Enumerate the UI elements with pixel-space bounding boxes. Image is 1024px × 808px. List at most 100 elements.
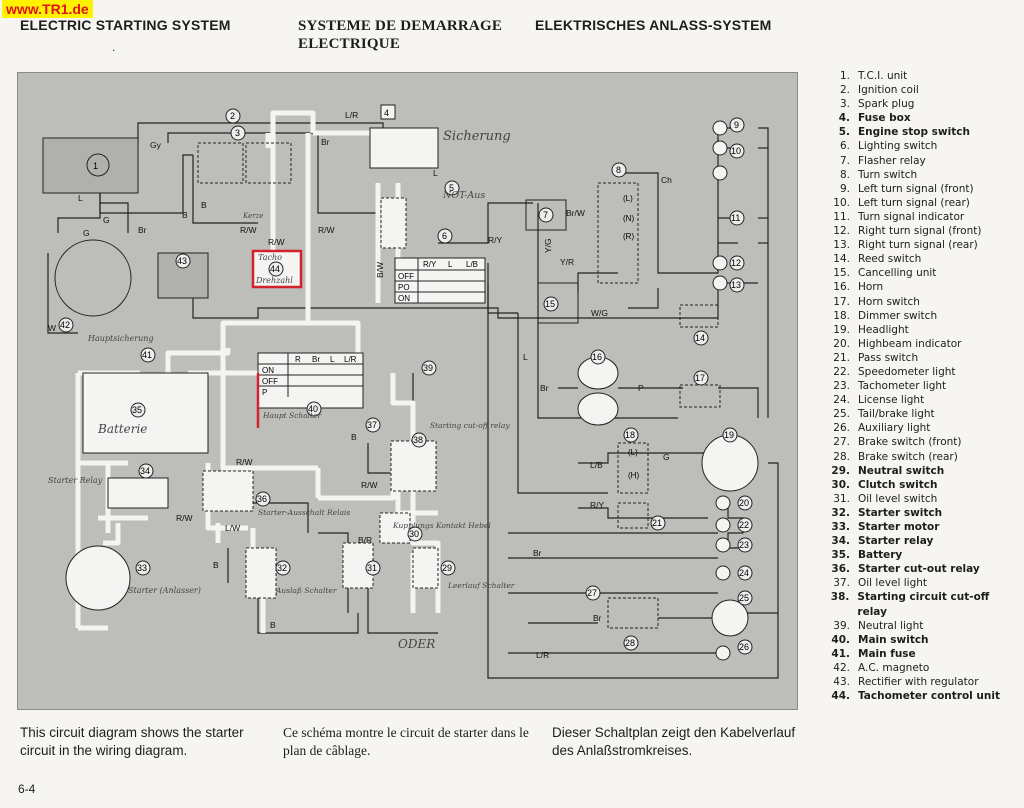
legend-number: 25. — [833, 408, 850, 421]
svg-text:28: 28 — [625, 638, 635, 648]
legend-item: 24.License light — [828, 393, 1018, 407]
legend-number: 1. — [839, 70, 850, 82]
legend-item: 22.Speedometer light — [828, 365, 1018, 379]
indicator-lights: 9 10 11 12 13 14 20 22 23 24 25 26 27 28 — [585, 117, 753, 661]
svg-text:Gy: Gy — [150, 140, 162, 150]
legend-item: 34.Starter relay — [828, 534, 1018, 548]
note-tacho: Tacho — [258, 253, 282, 262]
svg-text:Br: Br — [533, 548, 542, 558]
legend-text: Brake switch (rear) — [858, 450, 958, 463]
svg-text:W: W — [48, 323, 56, 333]
svg-text:23: 23 — [739, 540, 749, 550]
note-kerze: Kerze — [242, 212, 263, 220]
clutch-switch-box — [379, 512, 411, 544]
starter-switch — [245, 547, 277, 599]
legend-number: 37. — [833, 577, 850, 590]
main-sw-r-on: ON — [262, 366, 274, 375]
horn-switch — [679, 384, 721, 408]
legend-number: 20. — [833, 337, 850, 350]
legend-text: Starting circuit cut-off relay — [857, 591, 990, 618]
legend-number: 7. — [839, 154, 850, 167]
svg-text:L/R: L/R — [345, 110, 358, 120]
svg-text:44: 44 — [270, 264, 280, 274]
legend-text: Auxiliary light — [858, 422, 931, 435]
legend-text: Left turn signal (rear) — [858, 196, 970, 209]
svg-text:42: 42 — [60, 320, 70, 330]
main-sw-r-off: OFF — [262, 377, 278, 386]
legend-text: Main switch — [858, 633, 929, 646]
legend-item: 32.Starter switch — [828, 506, 1018, 520]
svg-text:25: 25 — [739, 593, 749, 603]
svg-text:L/W: L/W — [225, 523, 240, 533]
legend-item: 41.Main fuse — [828, 647, 1018, 661]
legend-number: 17. — [833, 295, 850, 308]
dimmer-switch — [617, 442, 649, 494]
svg-text:18: 18 — [625, 430, 635, 440]
page-number: 6-4 — [18, 782, 36, 796]
legend-text: Neutral light — [858, 619, 924, 632]
legend-item: 37.Oil level light — [828, 576, 1018, 590]
caption-french: Ce schéma montre le circuit de starter d… — [283, 725, 529, 758]
svg-text:24: 24 — [739, 568, 749, 578]
legend-item: 17.Horn switch — [828, 295, 1018, 309]
legend-text: Oil level switch — [858, 492, 938, 505]
ignition-coil-a — [197, 142, 244, 184]
legend-item: 18.Dimmer switch — [828, 309, 1018, 323]
svg-text:21: 21 — [652, 518, 662, 528]
legend-item: 4.Fuse box — [828, 111, 1018, 125]
legend-number: 22. — [833, 365, 850, 378]
svg-text:B: B — [270, 620, 276, 630]
legend-number: 15. — [833, 267, 850, 280]
legend-number: 36. — [831, 563, 850, 576]
legend-item: 2.Ignition coil — [828, 83, 1018, 97]
note-not-aus: NOT-Aus — [442, 190, 485, 201]
legend-item: 6.Lighting switch — [828, 139, 1018, 153]
legend-text: Horn — [858, 281, 884, 294]
note-starting: Starting cut-off relay — [430, 421, 510, 430]
legend-item: 25.Tail/brake light — [828, 407, 1018, 421]
svg-text:26: 26 — [739, 642, 749, 652]
svg-text:B: B — [201, 200, 207, 210]
legend-text: T.C.I. unit — [858, 70, 908, 82]
light-sw-r-on: ON — [398, 294, 410, 303]
svg-text:Br: Br — [138, 225, 147, 235]
svg-text:L: L — [523, 352, 528, 362]
legend-number: 28. — [833, 450, 850, 463]
note-anlasser: Starter (Anlasser) — [128, 586, 201, 595]
legend-text: Tachometer light — [858, 380, 947, 393]
legend-text: Highbeam indicator — [858, 337, 962, 350]
svg-text:29: 29 — [442, 563, 452, 573]
legend-item: 8.Turn switch — [828, 168, 1018, 182]
main-sw-h-l: L — [330, 355, 335, 364]
legend-text: Rectifier with regulator — [858, 676, 979, 689]
note-starter-relay: Starter Relay — [48, 476, 103, 485]
note-hauptsicherung: Hauptsicherung — [87, 334, 154, 343]
svg-text:L/B: L/B — [590, 460, 603, 470]
wire-labels: Gy B L G Br R/W L/R Br R/W R/Y L B/W Br/… — [48, 110, 672, 660]
svg-text:33: 33 — [137, 563, 147, 573]
neutral-switch — [412, 547, 439, 589]
legend-item: 15.Cancelling unit — [828, 266, 1018, 280]
legend-number: 43. — [833, 676, 850, 689]
legend-text: Lighting switch — [858, 140, 938, 153]
note-batterie: Batterie — [97, 422, 147, 436]
svg-text:12: 12 — [731, 258, 741, 268]
svg-text:11: 11 — [731, 213, 740, 223]
legend-item: 11.Turn signal indicator — [828, 210, 1018, 224]
svg-text:15: 15 — [545, 299, 555, 309]
legend-item: 12.Right turn signal (front) — [828, 224, 1018, 238]
fuse-box — [369, 127, 439, 169]
main-sw-h-br: Br — [312, 355, 320, 364]
cancelling-unit — [537, 282, 579, 324]
watermark: www.TR1.de — [2, 0, 93, 18]
legend-text: Turn signal indicator — [858, 210, 965, 223]
legend-number: 4. — [838, 112, 850, 125]
svg-text:B/W: B/W — [375, 262, 385, 278]
legend-number: 21. — [833, 351, 850, 364]
svg-text:10: 10 — [731, 146, 741, 156]
legend-number: 38. — [830, 591, 850, 604]
svg-text:19: 19 — [724, 430, 734, 440]
legend-number: 35. — [831, 549, 850, 562]
starter-cutout-relay — [202, 470, 254, 512]
